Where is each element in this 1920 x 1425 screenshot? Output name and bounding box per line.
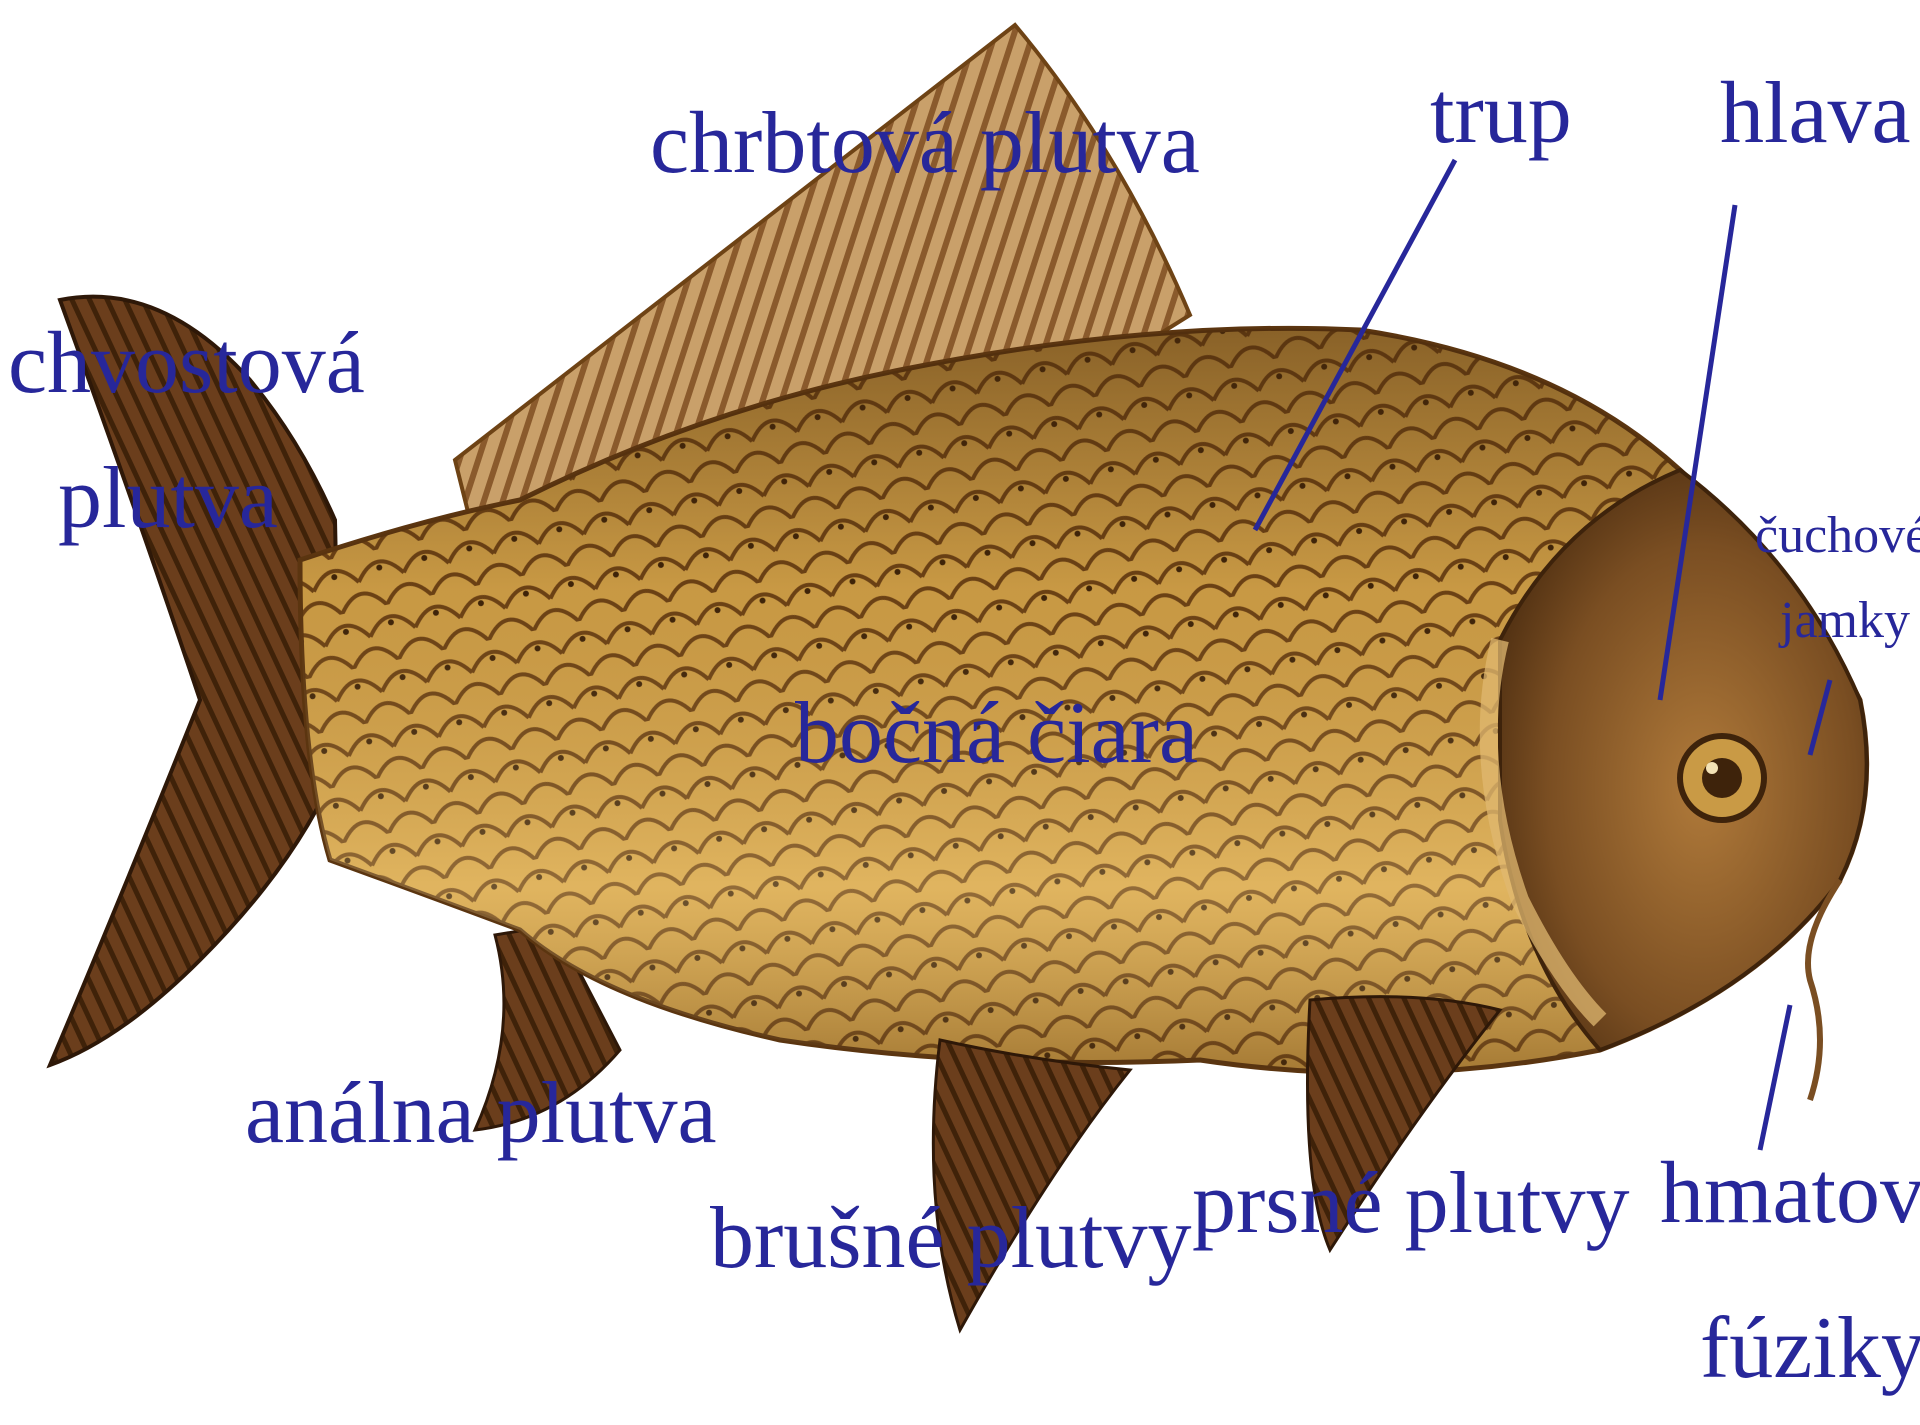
label-pelvic-fins: brušné plutvy xyxy=(710,1195,1192,1283)
label-lateral-line: bočná čiara xyxy=(795,690,1198,778)
label-barbels-line2: fúziky xyxy=(1700,1305,1920,1393)
label-head: hlava xyxy=(1720,70,1911,158)
label-barbels-line1: hmatové xyxy=(1660,1150,1920,1238)
leader-hmatove xyxy=(1760,1005,1790,1150)
label-anal-fin: análna plutva xyxy=(245,1070,717,1158)
label-tail-fin-line1: chvostová xyxy=(8,320,365,408)
label-olfactory-pits-line1: čuchové xyxy=(1755,510,1920,562)
label-trunk: trup xyxy=(1430,70,1572,158)
label-tail-fin-line2: plutva xyxy=(58,455,278,543)
label-olfactory-pits-line2: jamky xyxy=(1780,595,1910,647)
label-pectoral-fins: prsné plutvy xyxy=(1192,1160,1630,1248)
label-dorsal-fin: chrbtová plutva xyxy=(650,100,1200,188)
